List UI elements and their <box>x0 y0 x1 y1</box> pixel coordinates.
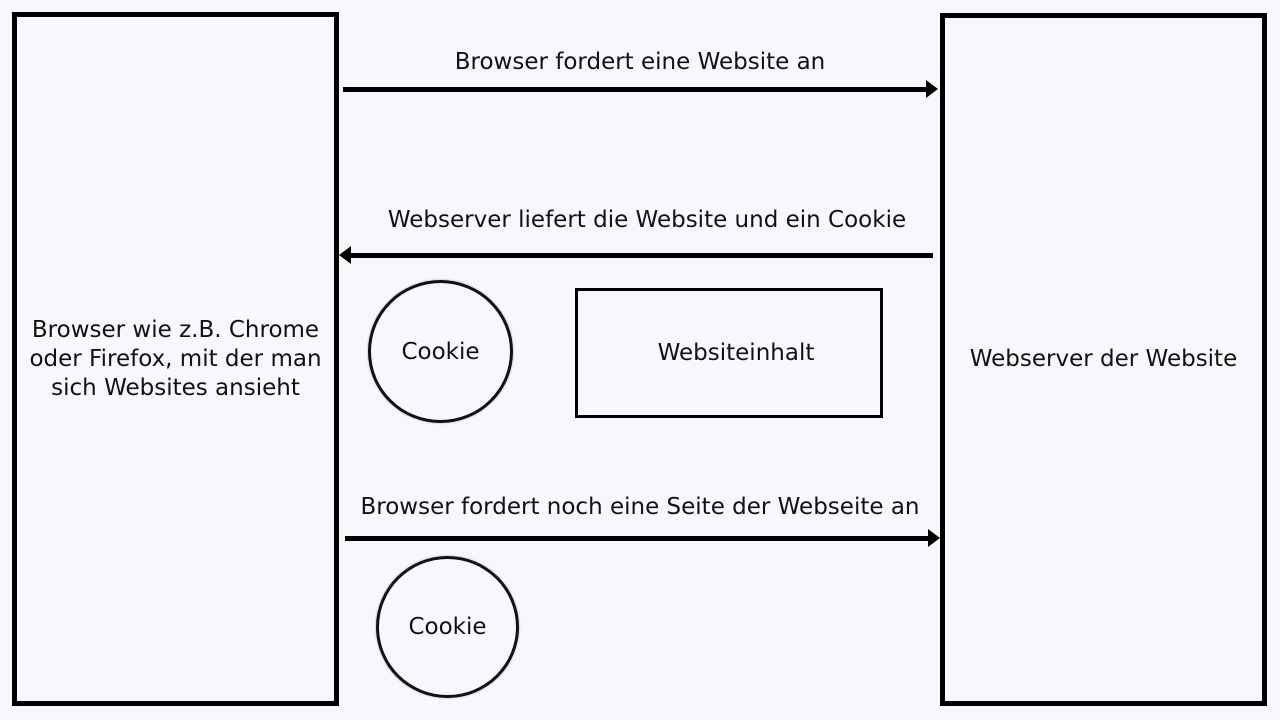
request-arrow <box>343 80 938 98</box>
cookie-circle-response: Cookie <box>368 280 513 423</box>
website-content-box: Websiteinhalt <box>575 288 883 418</box>
website-content-label: Websiteinhalt <box>657 340 815 366</box>
second-request-arrow <box>345 529 940 547</box>
request-arrow-label: Browser fordert eine Website an <box>454 49 826 75</box>
server-label: Webserver der Website <box>969 346 1238 372</box>
second-request-arrow-label: Browser fordert noch eine Seite der Webs… <box>360 494 920 520</box>
cookie-circle-request: Cookie <box>376 556 519 698</box>
server-box: Webserver der Website <box>940 13 1267 706</box>
response-arrow-label: Webserver liefert die Website und ein Co… <box>387 207 907 233</box>
browser-box: Browser wie z.B. Chrome oder Firefox, mi… <box>12 12 339 706</box>
browser-label: Browser wie z.B. Chrome oder Firefox, mi… <box>29 316 322 401</box>
cookie-label: Cookie <box>401 338 480 365</box>
cookie-label: Cookie <box>408 614 487 640</box>
response-arrow <box>339 246 933 264</box>
